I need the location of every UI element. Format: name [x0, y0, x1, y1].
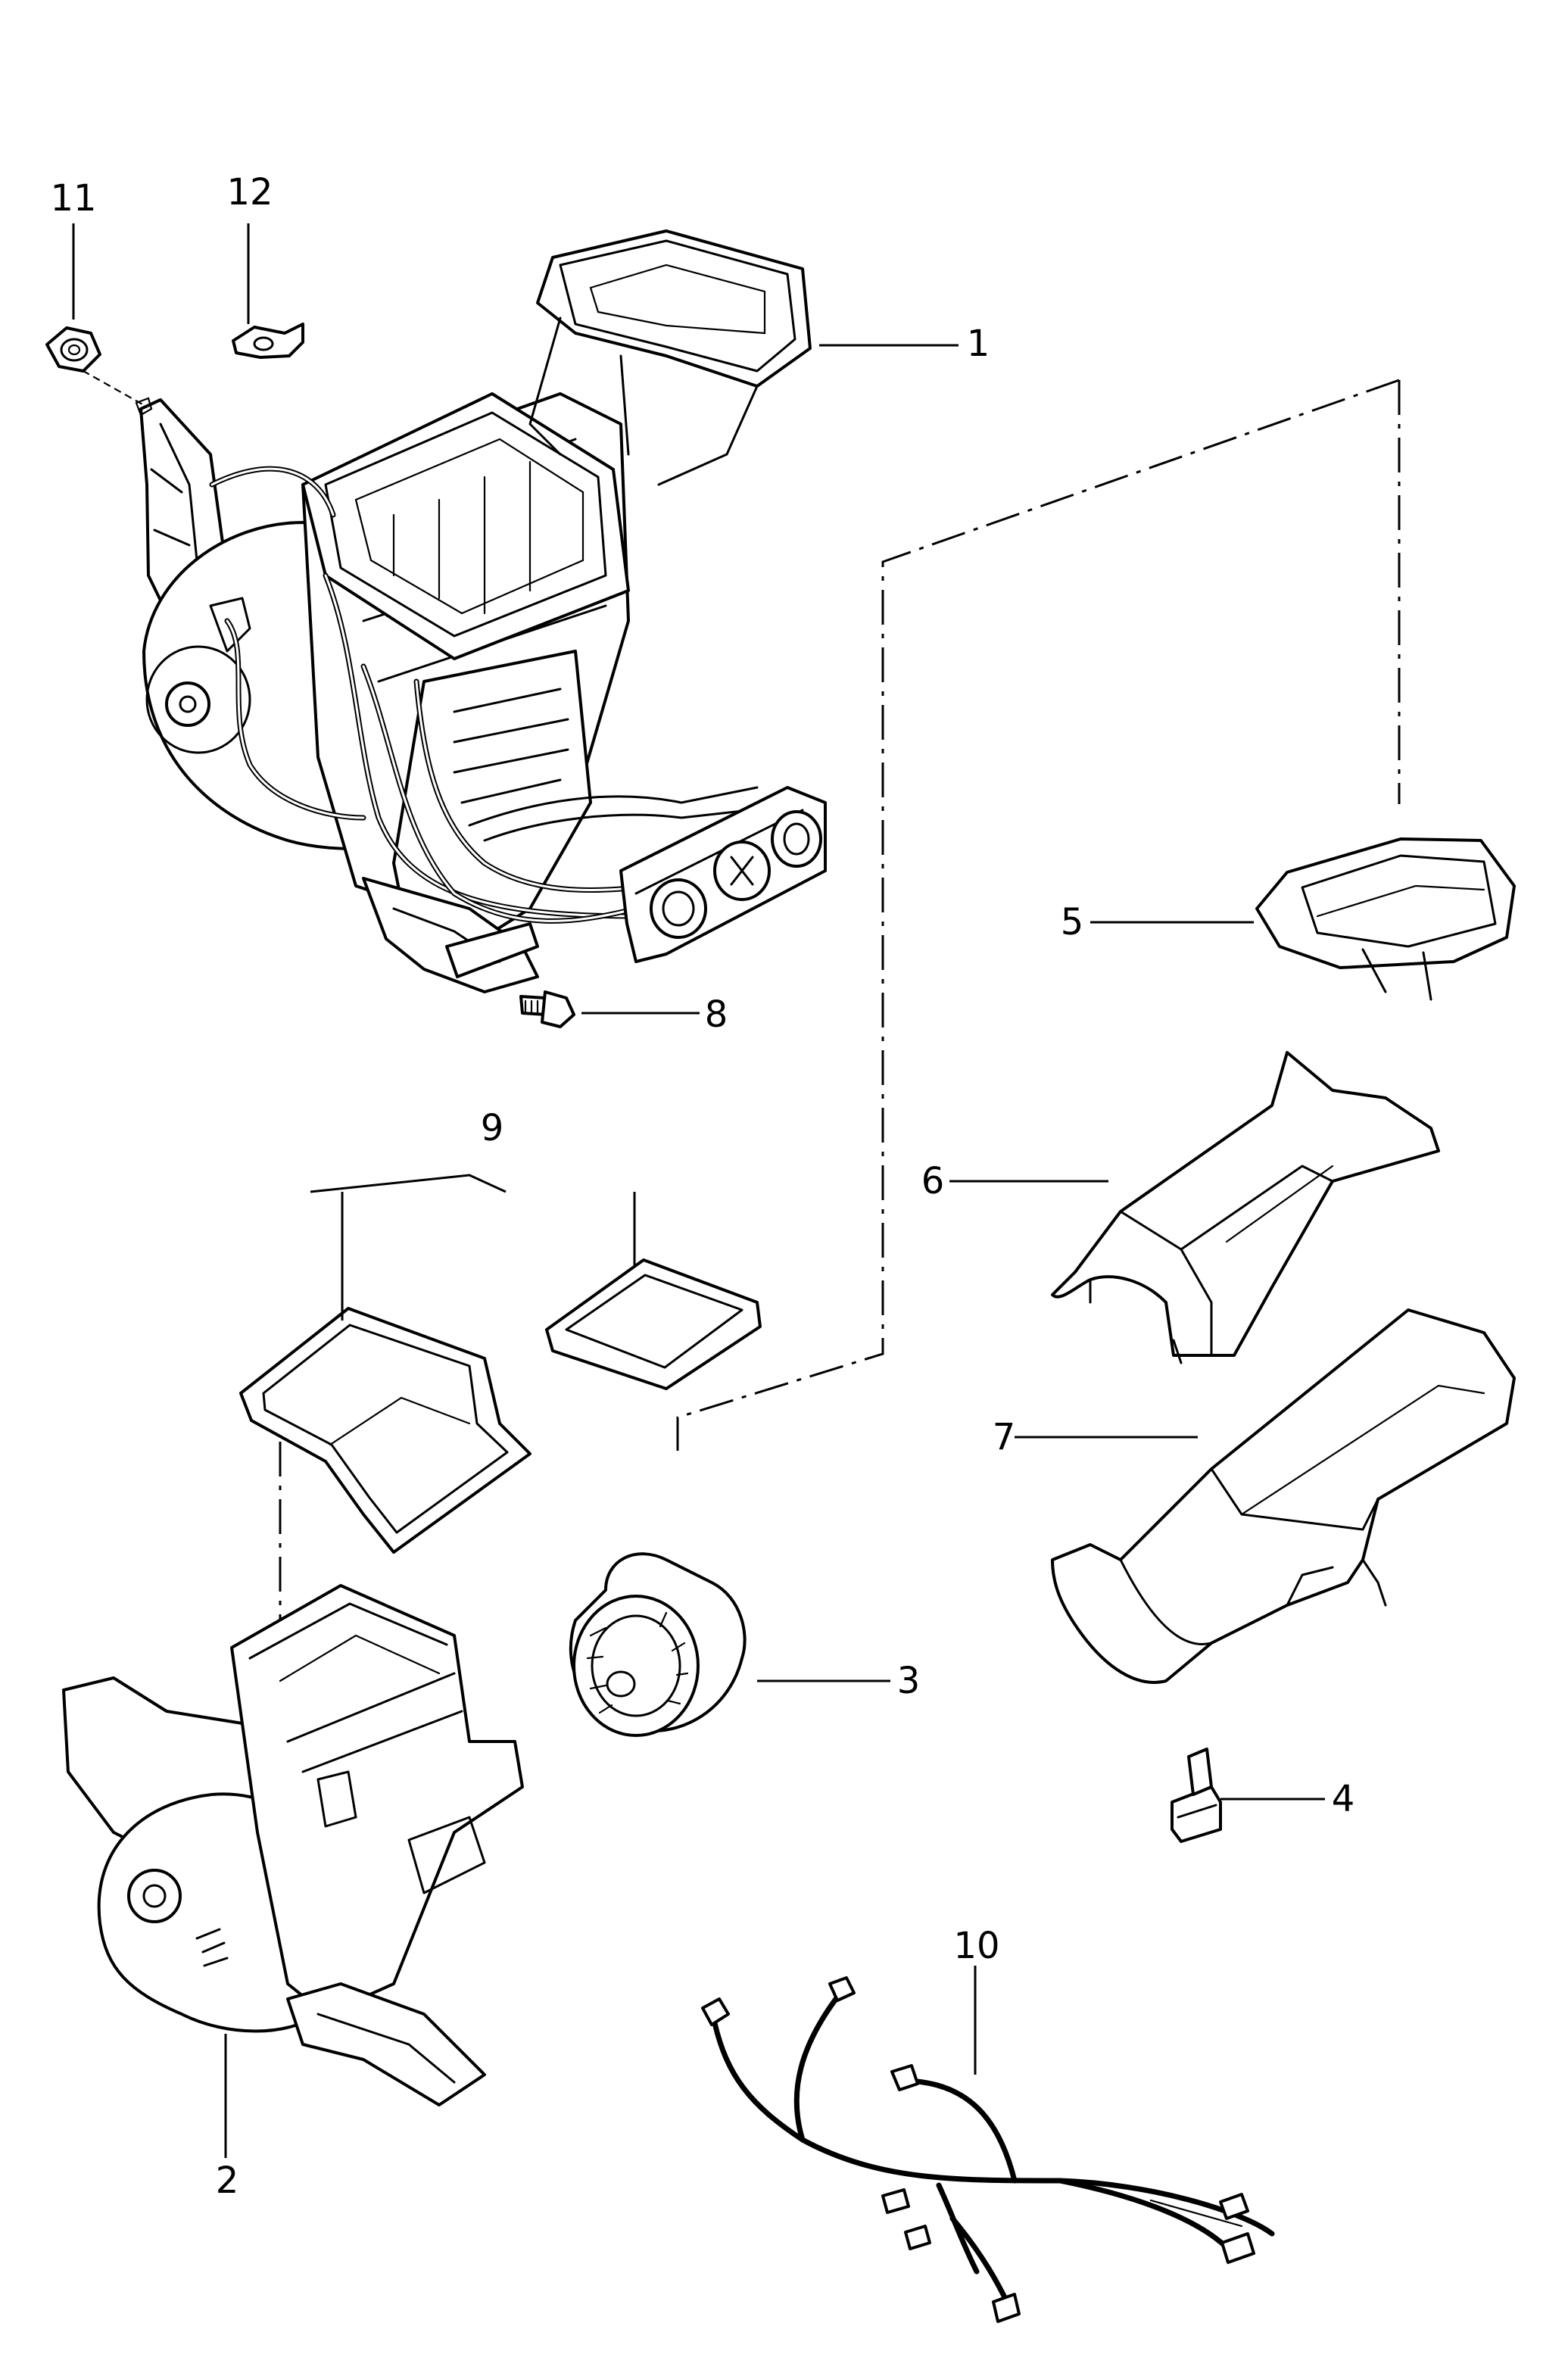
blower-unit-part — [62, 1584, 524, 2106]
callout-7: 7 — [993, 1416, 1016, 1458]
gasket-right-part — [545, 1258, 762, 1390]
resistor-part — [1171, 1748, 1222, 1843]
callout-11: 11 — [50, 177, 96, 220]
bolt-part — [519, 990, 575, 1028]
callout-10: 10 — [953, 1925, 999, 1967]
blower-fan-part — [569, 1552, 747, 1737]
cover-part — [1051, 1051, 1440, 1364]
callout-3: 3 — [897, 1660, 921, 1702]
callout-labels: 11 12 1 5 8 9 6 7 3 4 10 2 — [50, 171, 1354, 2202]
nut-part — [45, 326, 145, 407]
gasket-left-part — [239, 1307, 531, 1554]
assembly-phantom-lines — [279, 379, 1401, 1628]
callout-8: 8 — [705, 993, 728, 1036]
callout-9: 9 — [481, 1107, 504, 1149]
wiring-harness-part — [701, 1976, 1275, 2323]
callout-12: 12 — [226, 171, 273, 214]
air-duct-top-part — [1255, 837, 1516, 1001]
clip-part — [232, 323, 304, 359]
callout-5: 5 — [1061, 901, 1084, 943]
callout-6: 6 — [921, 1160, 945, 1202]
callout-2: 2 — [216, 2159, 239, 2202]
lower-duct-part — [1051, 1308, 1516, 1684]
heater-unit-assembly — [135, 229, 827, 993]
callout-1: 1 — [967, 323, 990, 365]
leader-lines — [72, 223, 1325, 2158]
callout-4: 4 — [1332, 1778, 1355, 1820]
